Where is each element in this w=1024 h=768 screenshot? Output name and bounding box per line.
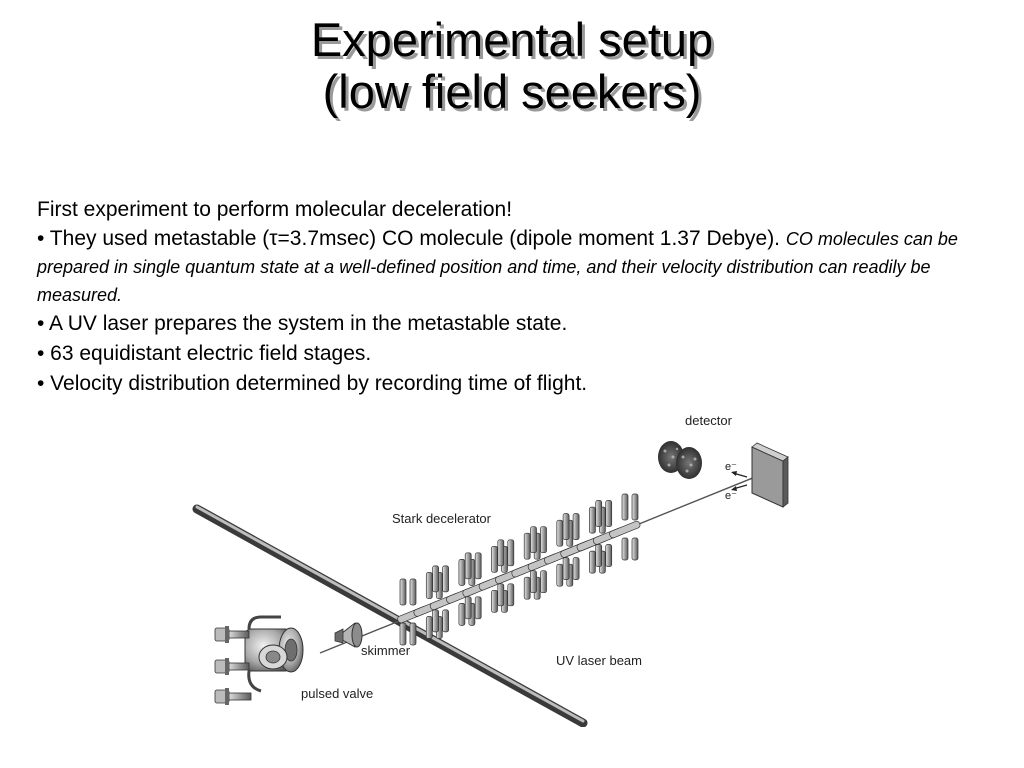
electron-arrows <box>731 471 748 491</box>
electron-label-1: e⁻ <box>725 461 737 473</box>
slide-body: First experiment to perform molecular de… <box>37 195 1012 399</box>
intro-text: First experiment to perform molecular de… <box>37 198 513 221</box>
stark-decelerator-electrodes <box>397 493 641 646</box>
detector-icon <box>658 441 702 479</box>
electrode-pair <box>609 493 641 561</box>
stark-decelerator-label: Stark decelerator <box>392 511 492 526</box>
title-line-1: Experimental setup <box>310 13 714 66</box>
title-line-2: (low field seekers) <box>322 65 702 118</box>
bullet-metastable-co-italic: CO molecules can be prepared in single q… <box>37 229 958 305</box>
bullet-uv-laser: • A UV laser prepares the system in the … <box>37 312 568 335</box>
detector-label: detector <box>685 413 733 428</box>
experimental-setup-diagram: detector e⁻ e⁻ Stark decelerator skimmer… <box>192 413 789 727</box>
bullet-velocity-distribution: • Velocity distribution determined by re… <box>37 372 588 395</box>
pulsed-valve <box>214 615 304 705</box>
detector-plate <box>751 442 789 508</box>
skimmer-label: skimmer <box>361 643 411 658</box>
uv-laser-beam-rod <box>192 504 588 727</box>
bullet-metastable-co: • They used metastable (τ=3.7msec) CO mo… <box>37 225 1012 309</box>
electron-label-2: e⁻ <box>725 490 737 502</box>
skimmer <box>334 622 363 648</box>
pulsed-valve-label: pulsed valve <box>301 686 373 701</box>
slide-title: Experimental setup (low field seekers) <box>0 14 1024 118</box>
electrode-pair <box>527 526 559 594</box>
bullet-field-stages: • 63 equidistant electric field stages. <box>37 342 372 365</box>
bullet-metastable-co-text: • They used metastable (τ=3.7msec) CO mo… <box>37 227 786 250</box>
uv-laser-beam-label: UV laser beam <box>556 653 642 668</box>
